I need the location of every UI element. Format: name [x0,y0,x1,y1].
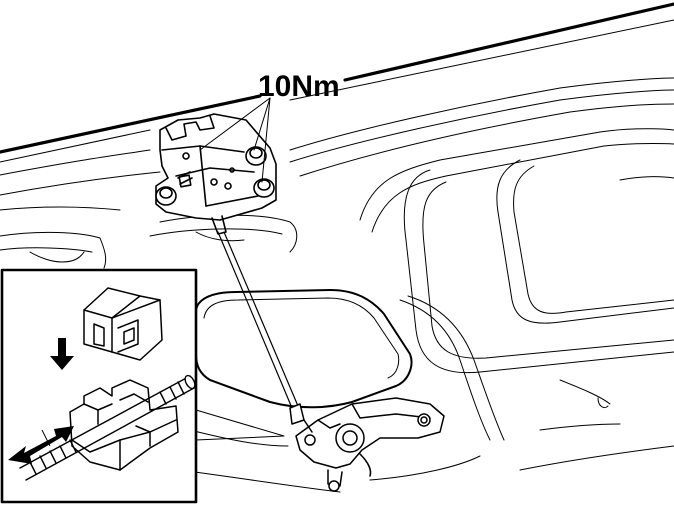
release-cable [217,231,299,409]
trunk-lid-edge [0,2,674,154]
mounting-bolt [155,186,177,206]
mounting-bolt [253,178,275,198]
trunk-lid-contours [0,77,674,493]
double-headed-arrow-icon [8,426,74,464]
trunk-lid-edge-inner [0,19,674,163]
striker-bracket [155,113,277,235]
inset-callout-lines [195,409,285,441]
threaded-cable [19,374,196,481]
torque-spec-label: 10Nm [258,70,340,103]
mounting-bolt [245,146,267,166]
latch-assembly [289,397,445,492]
down-arrow-icon [50,338,74,370]
torque-leader-lines [199,97,271,183]
cable-clip [83,287,163,361]
